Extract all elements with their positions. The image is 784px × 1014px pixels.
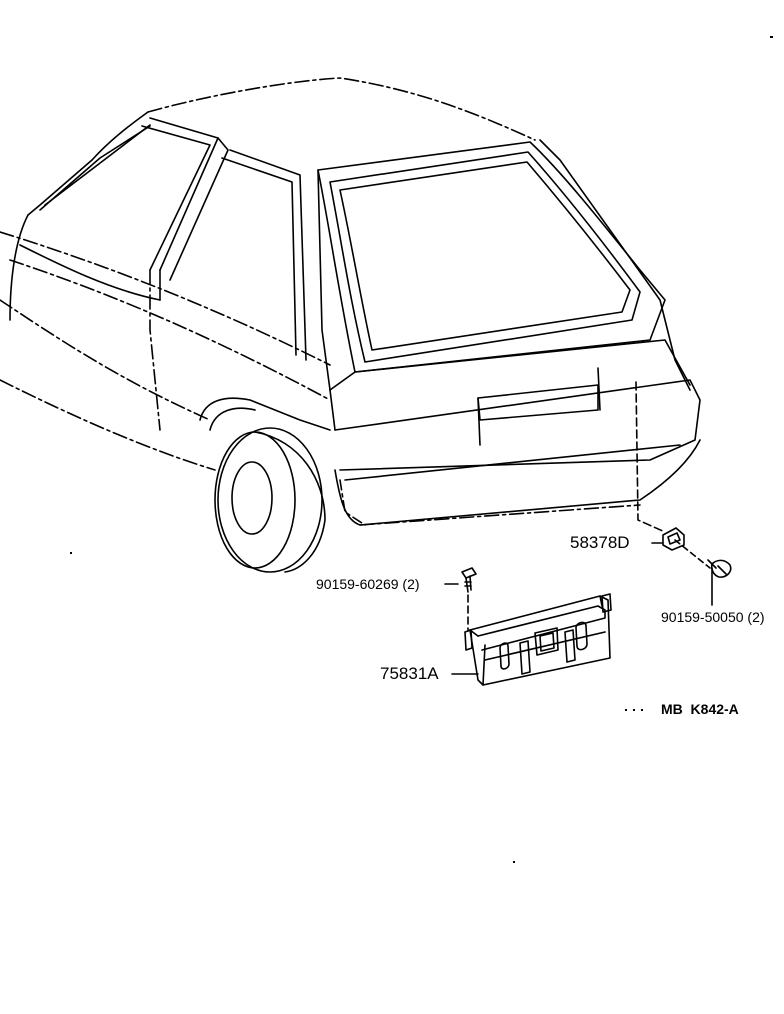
screw-icon	[707, 559, 732, 606]
clip-icon	[651, 527, 685, 551]
part-label-90159-60269: 90159-60269 (2)	[316, 576, 420, 592]
part-label-75831A: 75831A	[380, 664, 439, 683]
license-plate-bracket-icon	[451, 593, 612, 686]
part-label-90159-50050: 90159-50050 (2)	[661, 609, 765, 625]
bolt-icon	[444, 567, 477, 631]
drawing-code: MB K842-A	[661, 701, 739, 717]
part-label-58378D: 58378D	[570, 533, 630, 552]
car-outline-icon	[0, 77, 701, 573]
